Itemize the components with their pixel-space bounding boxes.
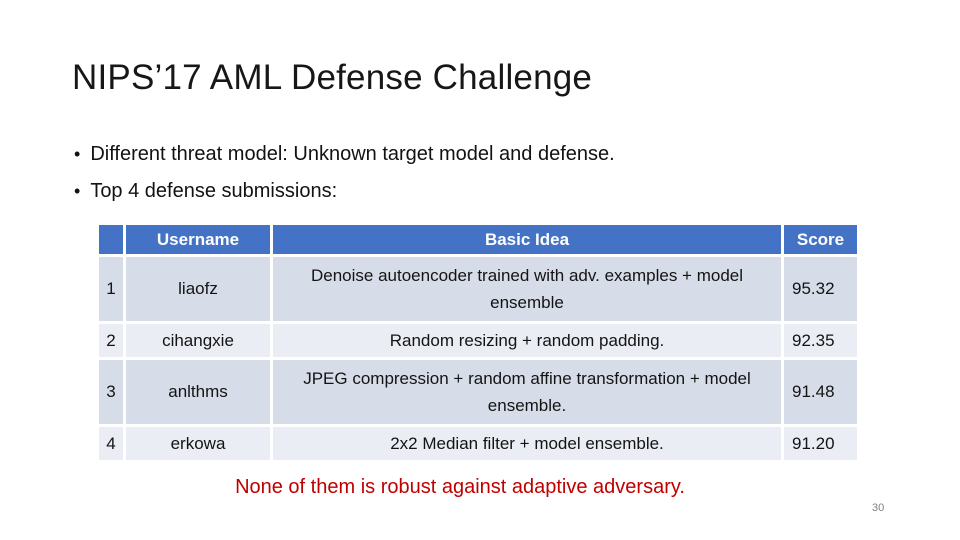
table-row: 1 liaofz Denoise autoencoder trained wit… (99, 257, 857, 321)
cell-rank: 4 (99, 427, 123, 460)
cell-score: 91.48 (784, 360, 857, 424)
defense-results-table: Username Basic Idea Score 1 liaofz Denoi… (96, 222, 860, 463)
footer-warning-text: None of them is robust against adaptive … (235, 476, 685, 498)
header-basic-idea: Basic Idea (273, 225, 781, 254)
table-header-row: Username Basic Idea Score (99, 225, 857, 254)
cell-score: 91.20 (784, 427, 857, 460)
bullet-icon: • (74, 181, 81, 201)
bullet-icon: • (74, 144, 81, 164)
cell-username: cihangxie (126, 324, 270, 357)
cell-username: liaofz (126, 257, 270, 321)
cell-basic-idea: Denoise autoencoder trained with adv. ex… (273, 257, 781, 321)
cell-score: 92.35 (784, 324, 857, 357)
bullet-item: • Top 4 defense submissions: (74, 180, 894, 203)
page-number: 30 (872, 502, 885, 514)
table-row: 3 anlthms JPEG compression + random affi… (99, 360, 857, 424)
cell-rank: 3 (99, 360, 123, 424)
table-row: 4 erkowa 2x2 Median filter + model ensem… (99, 427, 857, 460)
cell-username: erkowa (126, 427, 270, 460)
bullet-text: Different threat model: Unknown target m… (90, 143, 615, 165)
cell-basic-idea: JPEG compression + random affine transfo… (273, 360, 781, 424)
bullet-item: • Different threat model: Unknown target… (74, 143, 894, 166)
cell-basic-idea: 2x2 Median filter + model ensemble. (273, 427, 781, 460)
cell-basic-idea: Random resizing + random padding. (273, 324, 781, 357)
table-row: 2 cihangxie Random resizing + random pad… (99, 324, 857, 357)
cell-username: anlthms (126, 360, 270, 424)
header-score: Score (784, 225, 857, 254)
bullet-text: Top 4 defense submissions: (90, 180, 338, 202)
bullet-list: • Different threat model: Unknown target… (74, 143, 894, 217)
cell-score: 95.32 (784, 257, 857, 321)
cell-rank: 1 (99, 257, 123, 321)
slide-title: NIPS’17 AML Defense Challenge (72, 58, 593, 97)
cell-rank: 2 (99, 324, 123, 357)
header-rank (99, 225, 123, 254)
header-username: Username (126, 225, 270, 254)
